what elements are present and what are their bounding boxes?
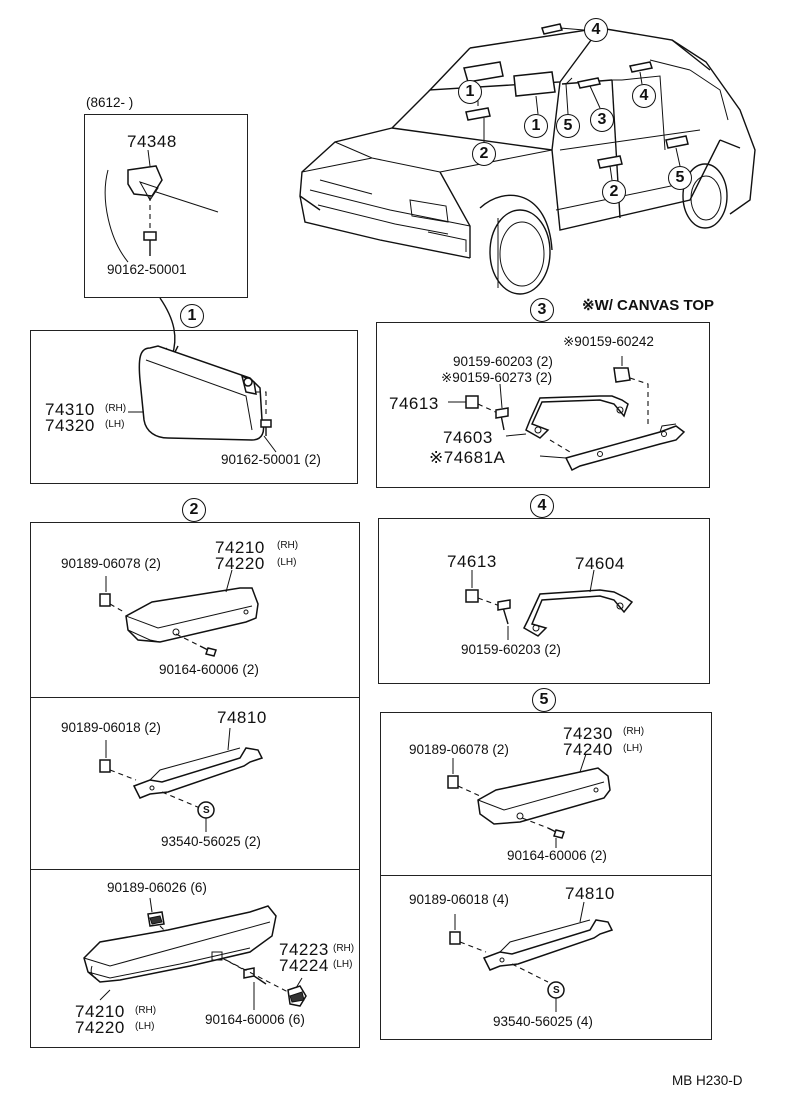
visor-part-lh: 74320 <box>45 416 95 435</box>
panel-5b-handle-drawing <box>449 901 614 1012</box>
p4-screw-part: 90159-60203 (2) <box>461 642 561 657</box>
drawing-code: MB H230-D <box>672 1073 743 1088</box>
inset-bracket-drawing <box>104 149 219 360</box>
p2a-clip-part: 90189-06078 (2) <box>61 556 161 571</box>
p2c-cap-lh: 74224 <box>279 956 329 975</box>
p2c-cap-lh-tag: (LH) <box>333 959 353 970</box>
callout-4-roof: 4 <box>584 18 608 42</box>
car-illustration <box>299 23 756 295</box>
panel-2-divider-1 <box>31 697 359 698</box>
panel-5a-armrest-drawing <box>447 753 611 848</box>
panel-3-grip-drawing <box>448 356 686 472</box>
panel-4-assist-grip: 74613 74604 90159-60203 (2) <box>378 518 710 684</box>
p2a-lh-tag: (LH) <box>277 557 297 568</box>
p2b-s-mark: S <box>203 805 210 816</box>
panel-2-armrests: 74210 (RH) 74220 (LH) 90189-06078 (2) 90… <box>30 522 360 1048</box>
p2c-cap-rh-tag: (RH) <box>333 943 355 954</box>
callout-5-rear: 5 <box>668 166 692 190</box>
p2c-rh-tag: (RH) <box>135 1005 157 1016</box>
panel-2b-handle-drawing <box>99 727 264 832</box>
callout-1-right: 1 <box>524 114 548 138</box>
p3-clip-part: 74613 <box>389 394 439 413</box>
p3-screw-part-a: 90159-60203 (2) <box>453 354 553 369</box>
p5a-armrest-lh: 74240 <box>563 740 613 759</box>
p2a-screw-part: 90164-60006 (2) <box>159 662 259 677</box>
p5b-screw-part: 93540-56025 (4) <box>493 1014 593 1029</box>
p5a-screw-part: 90164-60006 (2) <box>507 848 607 863</box>
canvas-top-note: ※W/ CANVAS TOP <box>582 297 715 314</box>
p2a-armrest-rh: 74210 <box>215 538 265 557</box>
p3-bracket-part: ※74681A <box>429 448 506 467</box>
panel-3-assist-grip: ※90159-60242 90159-60203 (2) ※90159-6027… <box>376 322 710 488</box>
p2b-clip-part: 90189-06018 (2) <box>61 720 161 735</box>
section-4-marker: 4 <box>530 494 554 518</box>
inset-box: 74348 90162-50001 <box>84 114 248 298</box>
panel-5-armrests: 74230 (RH) 74240 (LH) 90189-06078 (2) 90… <box>380 712 712 1040</box>
callout-4-rear: 4 <box>632 84 656 108</box>
p2b-handle-part: 74810 <box>217 708 267 727</box>
visor-lh-tag: (LH) <box>105 419 125 430</box>
section-1-marker: 1 <box>180 304 204 328</box>
section-5-marker: 5 <box>532 688 556 712</box>
callout-1-left: 1 <box>458 80 482 104</box>
p2a-rh-tag: (RH) <box>277 540 299 551</box>
p3-grip-part: 74603 <box>443 428 493 447</box>
panel-1-sun-visor: 74310 (RH) 74320 (LH) 90162-50001 (2) <box>30 330 358 484</box>
p5a-clip-part: 90189-06078 (2) <box>409 742 509 757</box>
p4-clip-part: 74613 <box>447 552 497 571</box>
callout-2-left: 2 <box>472 142 496 166</box>
inset-screw-part: 90162-50001 <box>107 262 187 277</box>
p2c-armrest-lh: 74220 <box>75 1018 125 1037</box>
p3-screw-part-b: ※90159-60273 (2) <box>441 370 553 385</box>
p3-stud-part: ※90159-60242 <box>563 334 654 349</box>
p5a-rh-tag: (RH) <box>623 726 645 737</box>
p2c-lh-tag: (LH) <box>135 1021 155 1032</box>
p5b-clip-part: 90189-06018 (4) <box>409 892 509 907</box>
visor-screw-part: 90162-50001 (2) <box>221 452 321 467</box>
section-2-marker: 2 <box>182 498 206 522</box>
p2c-clip-part: 90189-06026 (6) <box>107 880 207 895</box>
panel-4-grip-drawing <box>465 569 634 640</box>
panel-2-divider-2 <box>31 869 359 870</box>
section-3-marker: 3 <box>530 298 554 322</box>
panel-1-visor-drawing <box>128 345 277 453</box>
p5a-lh-tag: (LH) <box>623 743 643 754</box>
panel-2a-armrest-drawing <box>99 569 259 657</box>
p2c-cap-rh: 74223 <box>279 940 329 959</box>
callout-5-front: 5 <box>556 114 580 138</box>
callout-3: 3 <box>590 108 614 132</box>
p2c-screw-part: 90164-60006 (6) <box>205 1012 305 1027</box>
inset-bracket-part: 74348 <box>127 132 177 151</box>
p2b-screw-part: 93540-56025 (2) <box>161 834 261 849</box>
panel-2c-armrest-drawing <box>83 897 307 1010</box>
p2a-armrest-lh: 74220 <box>215 554 265 573</box>
panel-5-divider <box>381 875 711 876</box>
p5b-handle-part: 74810 <box>565 884 615 903</box>
visor-part-rh: 74310 <box>45 400 95 419</box>
visor-rh-tag: (RH) <box>105 403 127 414</box>
p5b-s-mark: S <box>553 985 560 996</box>
p5a-armrest-rh: 74230 <box>563 724 613 743</box>
inset-date-code: (8612- ) <box>86 95 134 110</box>
p2c-armrest-rh: 74210 <box>75 1002 125 1021</box>
p4-grip-part: 74604 <box>575 554 625 573</box>
callout-2-door: 2 <box>602 180 626 204</box>
